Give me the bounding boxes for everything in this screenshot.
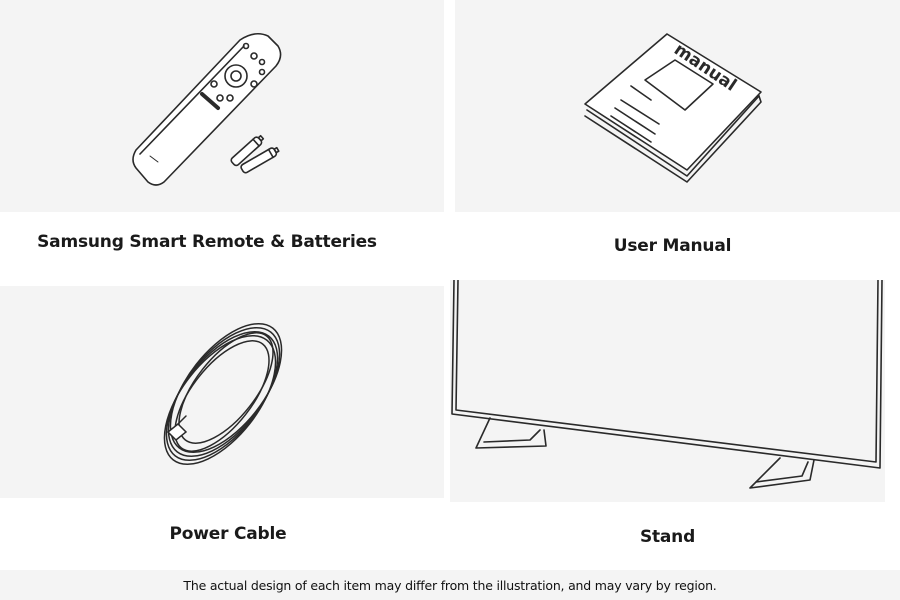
stand-caption: Stand	[639, 527, 696, 547]
footer-bar: The actual design of each item may diffe…	[0, 570, 900, 600]
disclaimer-text: The actual design of each item may diffe…	[183, 577, 717, 593]
power-cable-icon	[163, 322, 283, 466]
manual-caption: User Manual	[613, 236, 732, 256]
remote-caption: Samsung Smart Remote & Batteries	[37, 232, 377, 252]
remote-and-batteries-icon	[132, 32, 282, 186]
remote-panel	[0, 0, 444, 212]
stand-panel	[450, 280, 885, 502]
tv-stand-icon	[451, 280, 883, 489]
manual-book-icon: manual	[584, 33, 762, 183]
cable-panel	[0, 286, 444, 498]
cable-caption: Power Cable	[169, 524, 287, 544]
manual-panel: manual	[455, 0, 900, 212]
